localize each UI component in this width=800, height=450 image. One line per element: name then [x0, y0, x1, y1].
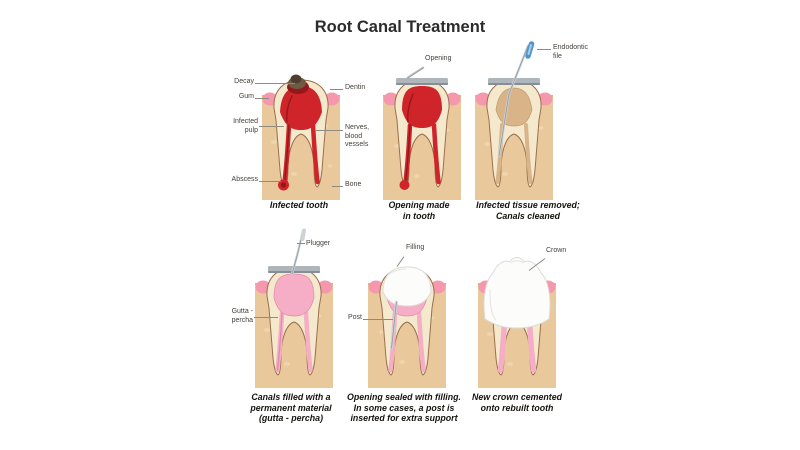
- leader-infected-pulp: [259, 126, 284, 127]
- infected-pulp: [280, 86, 322, 185]
- leader-plugger: [297, 243, 305, 244]
- panel-caption: Infected tooth: [269, 200, 329, 210]
- leader-gutta-percha: [254, 317, 278, 318]
- tooth-illustration-infected-icon: [262, 74, 340, 200]
- label-filling: Filling: [406, 244, 425, 251]
- label-dentin: Dentin: [345, 84, 366, 91]
- panel-caption: Canals filled with a permanent material …: [250, 392, 332, 423]
- tooth-illustration-crown-icon: [478, 257, 556, 388]
- panel-new-crown: Crown New crown cemented onto rebuilt to…: [458, 230, 608, 435]
- leader-nerves: [316, 130, 343, 131]
- tooth-illustration-opening-icon: [383, 78, 461, 200]
- leader-post: [363, 319, 393, 320]
- label-nerves: Nerves, blood vessels: [345, 124, 370, 148]
- crown-cap: [483, 257, 551, 329]
- leader-decay: [255, 83, 295, 84]
- filling-white: [382, 266, 432, 307]
- label-endodontic-file: Endodontic file: [553, 44, 589, 60]
- panel-canals-filled: Plugger Gutta - percha Canals filled wit…: [222, 228, 367, 435]
- endodontic-file-icon: [497, 41, 535, 158]
- label-crown: Crown: [546, 247, 567, 254]
- plugger-icon: [290, 228, 306, 276]
- opening-band: [396, 78, 448, 85]
- abscess: [399, 180, 410, 190]
- leader-endodontic-file: [537, 49, 551, 50]
- label-decay: Decay: [234, 78, 254, 85]
- panel-caption: Opening sealed with filling. In some cas…: [347, 392, 461, 423]
- panel-canals-cleaned: Endodontic file Infected tissue removed;…: [462, 41, 622, 237]
- label-opening: Opening: [425, 55, 452, 62]
- panel-caption: Infected tissue removed; Canals cleaned: [476, 200, 580, 221]
- tooth-illustration-cleaned-icon: [475, 41, 553, 200]
- page-title: Root Canal Treatment: [314, 18, 486, 36]
- leader-gum: [255, 98, 269, 99]
- tooth-illustration-sealed-icon: [368, 266, 446, 388]
- leader-abscess: [259, 181, 281, 182]
- label-infected-pulp: Infected pulp: [233, 118, 258, 134]
- panel-caption: New crown cemented onto rebuilt tooth: [472, 392, 562, 413]
- label-post: Post: [347, 314, 362, 321]
- panel-sealed-filling: Filling Post Opening sealed with filling…: [338, 230, 473, 435]
- infected-pulp: [402, 86, 442, 185]
- leader-dentin: [330, 89, 343, 90]
- decay-spot: [287, 74, 309, 94]
- label-bone: Bone: [345, 181, 362, 188]
- post-icon: [390, 300, 398, 350]
- label-gutta-percha: Gutta - percha: [231, 308, 253, 324]
- panel-infected-tooth: Decay Gum Infected pulp Abscess Dentin N…: [218, 42, 383, 237]
- label-abscess: Abscess: [231, 176, 258, 183]
- tooth-illustration-filled-icon: [255, 228, 333, 388]
- abscess: [278, 179, 289, 191]
- gutta-percha-filling: [273, 273, 315, 373]
- panel-opening-made: Opening Opening made in tooth: [360, 42, 485, 237]
- label-plugger: Plugger: [306, 240, 331, 247]
- panel-caption: Opening made in tooth: [388, 200, 450, 221]
- label-gum: Gum: [238, 93, 254, 100]
- leader-bone: [332, 186, 343, 187]
